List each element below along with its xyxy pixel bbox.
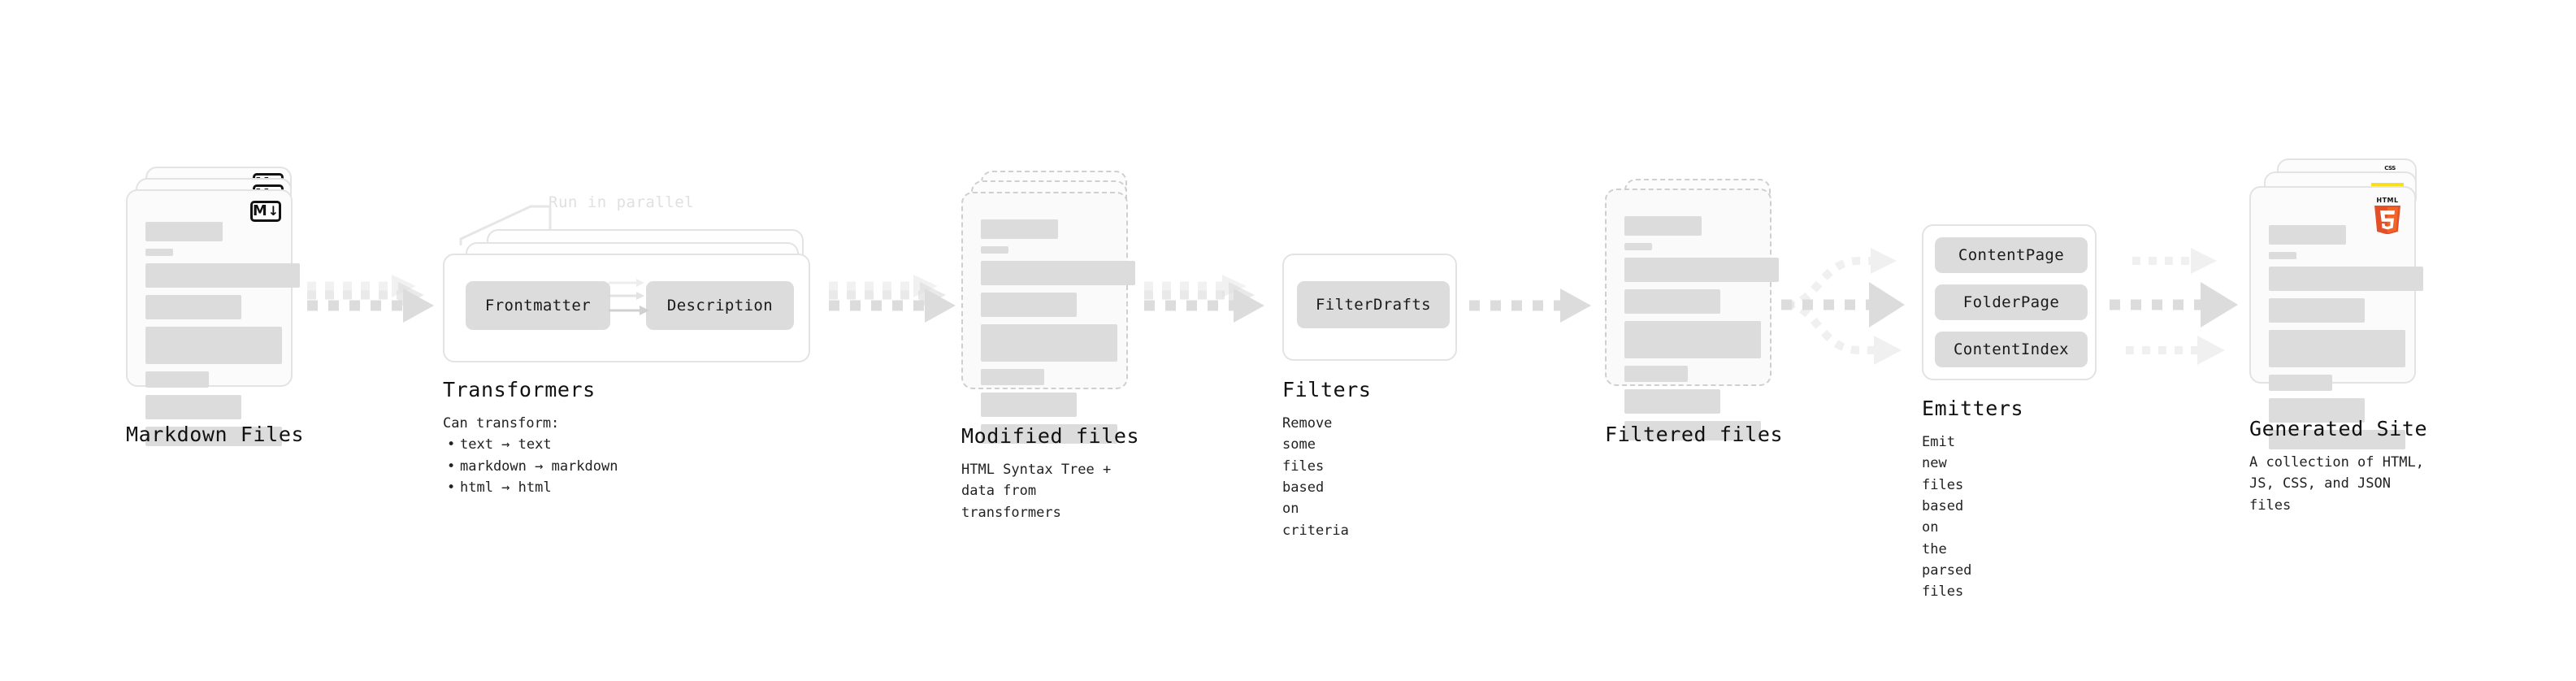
transformer-chip-frontmatter[interactable]: Frontmatter [466, 281, 610, 330]
markdown-card-front: M ↓ [126, 189, 300, 446]
emitters-box: ContentPage FolderPage ContentIndex [1922, 224, 2097, 380]
markdown-files-title: Markdown Files [126, 423, 305, 446]
markdown-file-stack: M ↓ M ↓ M ↓ [126, 167, 301, 446]
generated-site-title: Generated Site [2249, 417, 2428, 440]
transformers-box-front: Frontmatter Description [443, 254, 810, 362]
transformers-caption-list: text → text markdown → markdown html → h… [443, 434, 618, 498]
filters-caption: Remove some files based on criteria [1282, 415, 1349, 539]
emitter-chip-contentindex[interactable]: ContentIndex [1935, 332, 2088, 367]
generated-site-caption: A collection of HTML, JS, CSS, and JSON … [2249, 454, 2424, 514]
connector-filtered-to-emitters [1781, 232, 1928, 378]
transformers-caption-item: html → html [443, 477, 618, 498]
card-skeleton-body [1624, 216, 1779, 448]
html5-icon: HTML [2370, 195, 2405, 235]
emitter-chip-folderpage[interactable]: FolderPage [1935, 284, 2088, 320]
transformers-caption-lead: Can transform: [443, 415, 560, 432]
transformer-internal-arrows [609, 276, 666, 328]
generated-card-front: HTML [2249, 186, 2423, 449]
modified-files-caption: HTML Syntax Tree + data from transformer… [961, 462, 1112, 521]
stage-modified-files: Modified files HTML Syntax Tree + data f… [961, 171, 1139, 521]
stage-filtered-files: Filtered files [1605, 179, 1783, 446]
stage-generated-site: CSS HTML [2249, 158, 2427, 514]
markdown-icon: M ↓ [250, 201, 281, 222]
connector-emitters-to-site [2110, 232, 2256, 378]
filtered-card-front [1605, 189, 1779, 440]
connector-markdown-to-transformers [307, 268, 437, 333]
filters-box: FilterDrafts [1282, 254, 1457, 361]
transformers-title: Transformers [443, 378, 596, 401]
transformers-caption-item: markdown → markdown [443, 456, 618, 477]
generated-file-stack: CSS HTML [2249, 158, 2424, 449]
transformers-caption: Can transform: text → text markdown → ma… [443, 413, 618, 498]
card-skeleton-body [2269, 225, 2423, 457]
run-in-parallel-label: Run in parallel [549, 193, 695, 211]
modified-file-stack [961, 171, 1136, 444]
parallel-leader-line [459, 203, 565, 252]
filtered-files-title: Filtered files [1605, 423, 1784, 446]
filters-title: Filters [1282, 378, 1372, 401]
modified-card-front [961, 192, 1135, 444]
modified-files-title: Modified files [961, 424, 1140, 448]
transformers-caption-item: text → text [443, 434, 618, 455]
card-skeleton-body [145, 222, 300, 453]
emitter-chip-contentpage[interactable]: ContentPage [1935, 237, 2088, 273]
connector-modified-to-filters [1144, 268, 1274, 333]
connector-filters-to-filtered [1469, 268, 1599, 333]
connector-transformers-to-modified [829, 268, 959, 333]
stage-markdown-files: M ↓ M ↓ M ↓ [126, 167, 304, 446]
filter-chip-filterdrafts[interactable]: FilterDrafts [1297, 281, 1450, 328]
emitters-caption: Emit new files based on the parsed files [1922, 434, 1972, 601]
svg-text:HTML: HTML [2376, 197, 2398, 204]
filtered-file-stack [1605, 179, 1780, 440]
emitters-title: Emitters [1922, 397, 2024, 420]
card-skeleton-body [981, 219, 1135, 451]
transformer-chip-description[interactable]: Description [646, 281, 794, 330]
